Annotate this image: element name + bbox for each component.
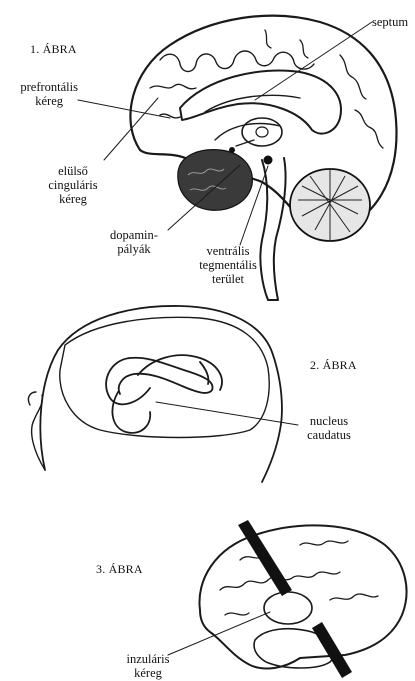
fig3-retractor-lower	[312, 622, 352, 678]
fig1-gyri-top	[160, 51, 314, 72]
fig1-vta-dot	[264, 156, 273, 165]
fig1-label-dopamine-1: dopamin-	[100, 228, 168, 242]
fig2-label-caudate-1: nucleus	[294, 414, 364, 428]
fig1-title: 1. ÁBRA	[30, 42, 77, 56]
fig1-thalamus-core	[256, 127, 268, 137]
fig2-head-caudate-drawing	[28, 306, 298, 482]
fig1-label-vta-2: tegmentális	[190, 258, 266, 272]
fig1-label-dopamine-2: pályák	[100, 242, 168, 256]
fig2-title: 2. ÁBRA	[310, 358, 357, 372]
fig1-label-vta-1: ventrális	[190, 244, 266, 258]
fig2-leader-caudate	[156, 402, 298, 425]
fig3-lateral-brain-drawing	[168, 520, 407, 678]
fig1-cingulate-lines	[205, 95, 300, 140]
fig1-septal-dot	[229, 147, 235, 153]
fig3-label-insula-1: inzuláris	[116, 652, 180, 666]
fig1-label-cingulate-1: elülső	[40, 164, 106, 178]
fig1-label-prefrontal-2: kéreg	[35, 94, 63, 108]
fig1-label-cingulate-2: cinguláris	[40, 178, 106, 192]
fig2-brain-outline	[60, 317, 269, 437]
fig2-label-caudate-2: caudatus	[294, 428, 364, 442]
fig1-label-cingulate-3: kéreg	[40, 192, 106, 206]
fig3-title: 3. ÁBRA	[96, 562, 143, 576]
fig1-label-septum: septum	[372, 15, 408, 29]
fig1-temporal-mass	[178, 150, 253, 211]
fig1-gyri-sides	[150, 30, 383, 148]
fig1-label-prefrontal-1: prefrontális	[20, 80, 78, 94]
fig2-caudate-anterior	[106, 358, 212, 405]
fig1-label-vta-3: terület	[190, 272, 266, 286]
fig3-insula	[264, 592, 312, 624]
fig2-caudate-tail	[112, 392, 150, 433]
fig1-leader-prefrontal	[78, 100, 170, 118]
fig3-gyri	[220, 541, 378, 615]
fig3-label-insula-2: kéreg	[116, 666, 180, 680]
